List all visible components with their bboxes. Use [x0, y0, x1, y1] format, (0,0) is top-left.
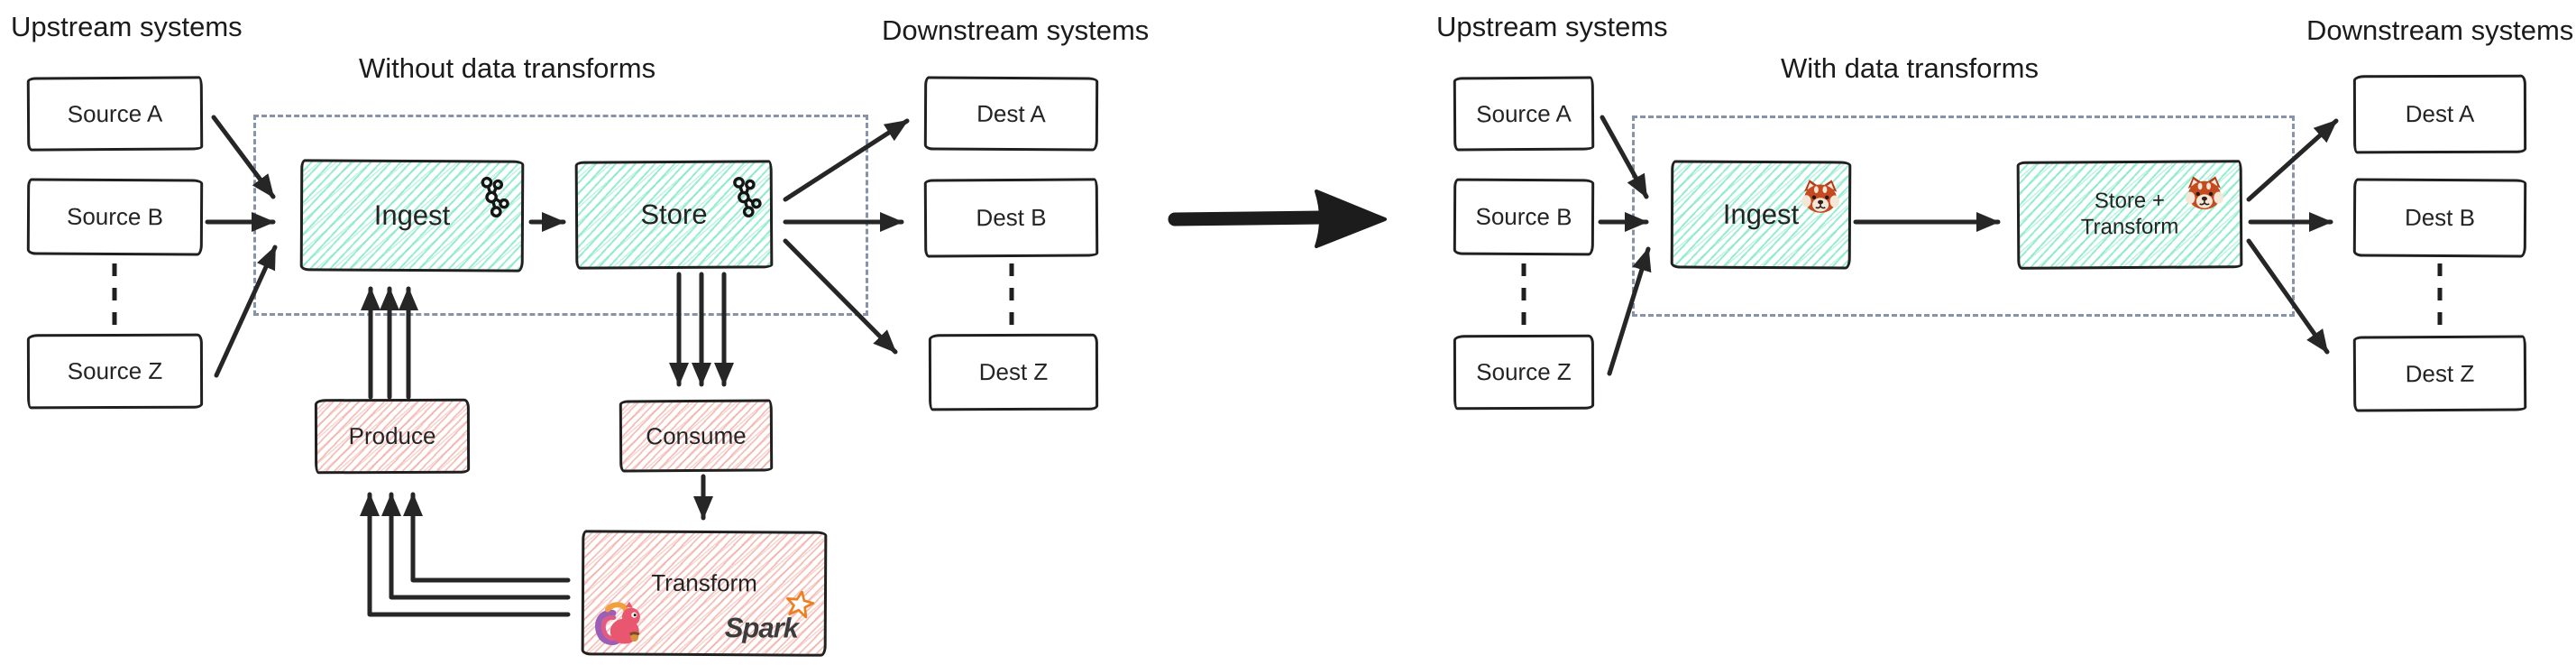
right-store-transform-box: Store + Transform [2016, 160, 2243, 270]
left-dest-a-box: Dest A [923, 76, 1099, 152]
spark-logo: Spark [724, 590, 815, 645]
left-dest-a-label: Dest A [976, 99, 1046, 127]
right-source-a-label: Source A [1476, 99, 1572, 127]
right-dest-z-label: Dest Z [2405, 359, 2475, 387]
right-dest-a-box: Dest A [2352, 74, 2527, 154]
store-transform-line2: Transform [2080, 214, 2179, 240]
kafka-icon [733, 177, 762, 218]
arrow-transform-produce [403, 492, 571, 583]
right-store-transform-label: Store + Transform [2081, 189, 2179, 241]
left-store-label: Store [640, 198, 708, 231]
right-source-b-label: Source B [1475, 202, 1572, 231]
left-source-a-box: Source A [26, 76, 204, 152]
left-source-b-label: Source B [66, 202, 164, 231]
left-dest-z-label: Dest Z [978, 357, 1049, 386]
transform-label: Transform [651, 568, 757, 597]
consume-box: Consume [619, 399, 774, 473]
redpanda-icon [2185, 176, 2223, 210]
arrow-transform-produce [381, 492, 571, 600]
spark-wordmark: Spark [724, 612, 799, 644]
arrow-transform-produce [360, 492, 571, 617]
left-ingest-box: Ingest [299, 159, 525, 272]
left-dest-b-box: Dest B [923, 178, 1099, 258]
left-title: Without data transforms [359, 52, 656, 84]
transition-arrow [1168, 189, 1387, 248]
left-dest-z-box: Dest Z [928, 333, 1099, 411]
right-source-a-box: Source A [1453, 76, 1595, 152]
produce-box: Produce [314, 398, 471, 475]
left-source-z-box: Source Z [26, 333, 204, 410]
right-title: With data transforms [1781, 52, 2039, 84]
right-dest-z-box: Dest Z [2352, 335, 2527, 412]
redpanda-icon [1801, 180, 1840, 213]
produce-label: Produce [348, 421, 436, 450]
right-upstream-label: Upstream systems [1436, 11, 1668, 42]
kafka-icon [481, 176, 509, 218]
left-ingest-label: Ingest [373, 199, 451, 232]
transform-box: Transform Spark [581, 530, 828, 657]
right-dest-b-label: Dest B [2404, 203, 2476, 232]
right-dest-a-label: Dest A [2405, 99, 2475, 128]
right-downstream-label: Downstream systems [2306, 14, 2574, 46]
right-source-z-label: Source Z [1476, 357, 1572, 386]
left-source-z-label: Source Z [67, 356, 163, 385]
left-downstream-label: Downstream systems [882, 14, 1150, 46]
right-source-b-box: Source B [1453, 178, 1595, 256]
spark-star-icon [786, 590, 815, 619]
left-store-box: Store [574, 160, 774, 270]
left-source-a-label: Source A [67, 99, 163, 127]
store-transform-line1: Store + [2094, 188, 2166, 214]
left-source-b-box: Source B [26, 178, 204, 256]
right-dest-b-box: Dest B [2352, 178, 2527, 258]
right-ingest-box: Ingest [1670, 160, 1852, 270]
left-dest-b-label: Dest B [976, 203, 1047, 232]
left-upstream-label: Upstream systems [11, 11, 243, 42]
flink-squirrel-icon [595, 601, 640, 645]
consume-label: Consume [646, 421, 747, 449]
right-source-z-box: Source Z [1453, 334, 1595, 411]
right-ingest-label: Ingest [1722, 198, 1800, 231]
